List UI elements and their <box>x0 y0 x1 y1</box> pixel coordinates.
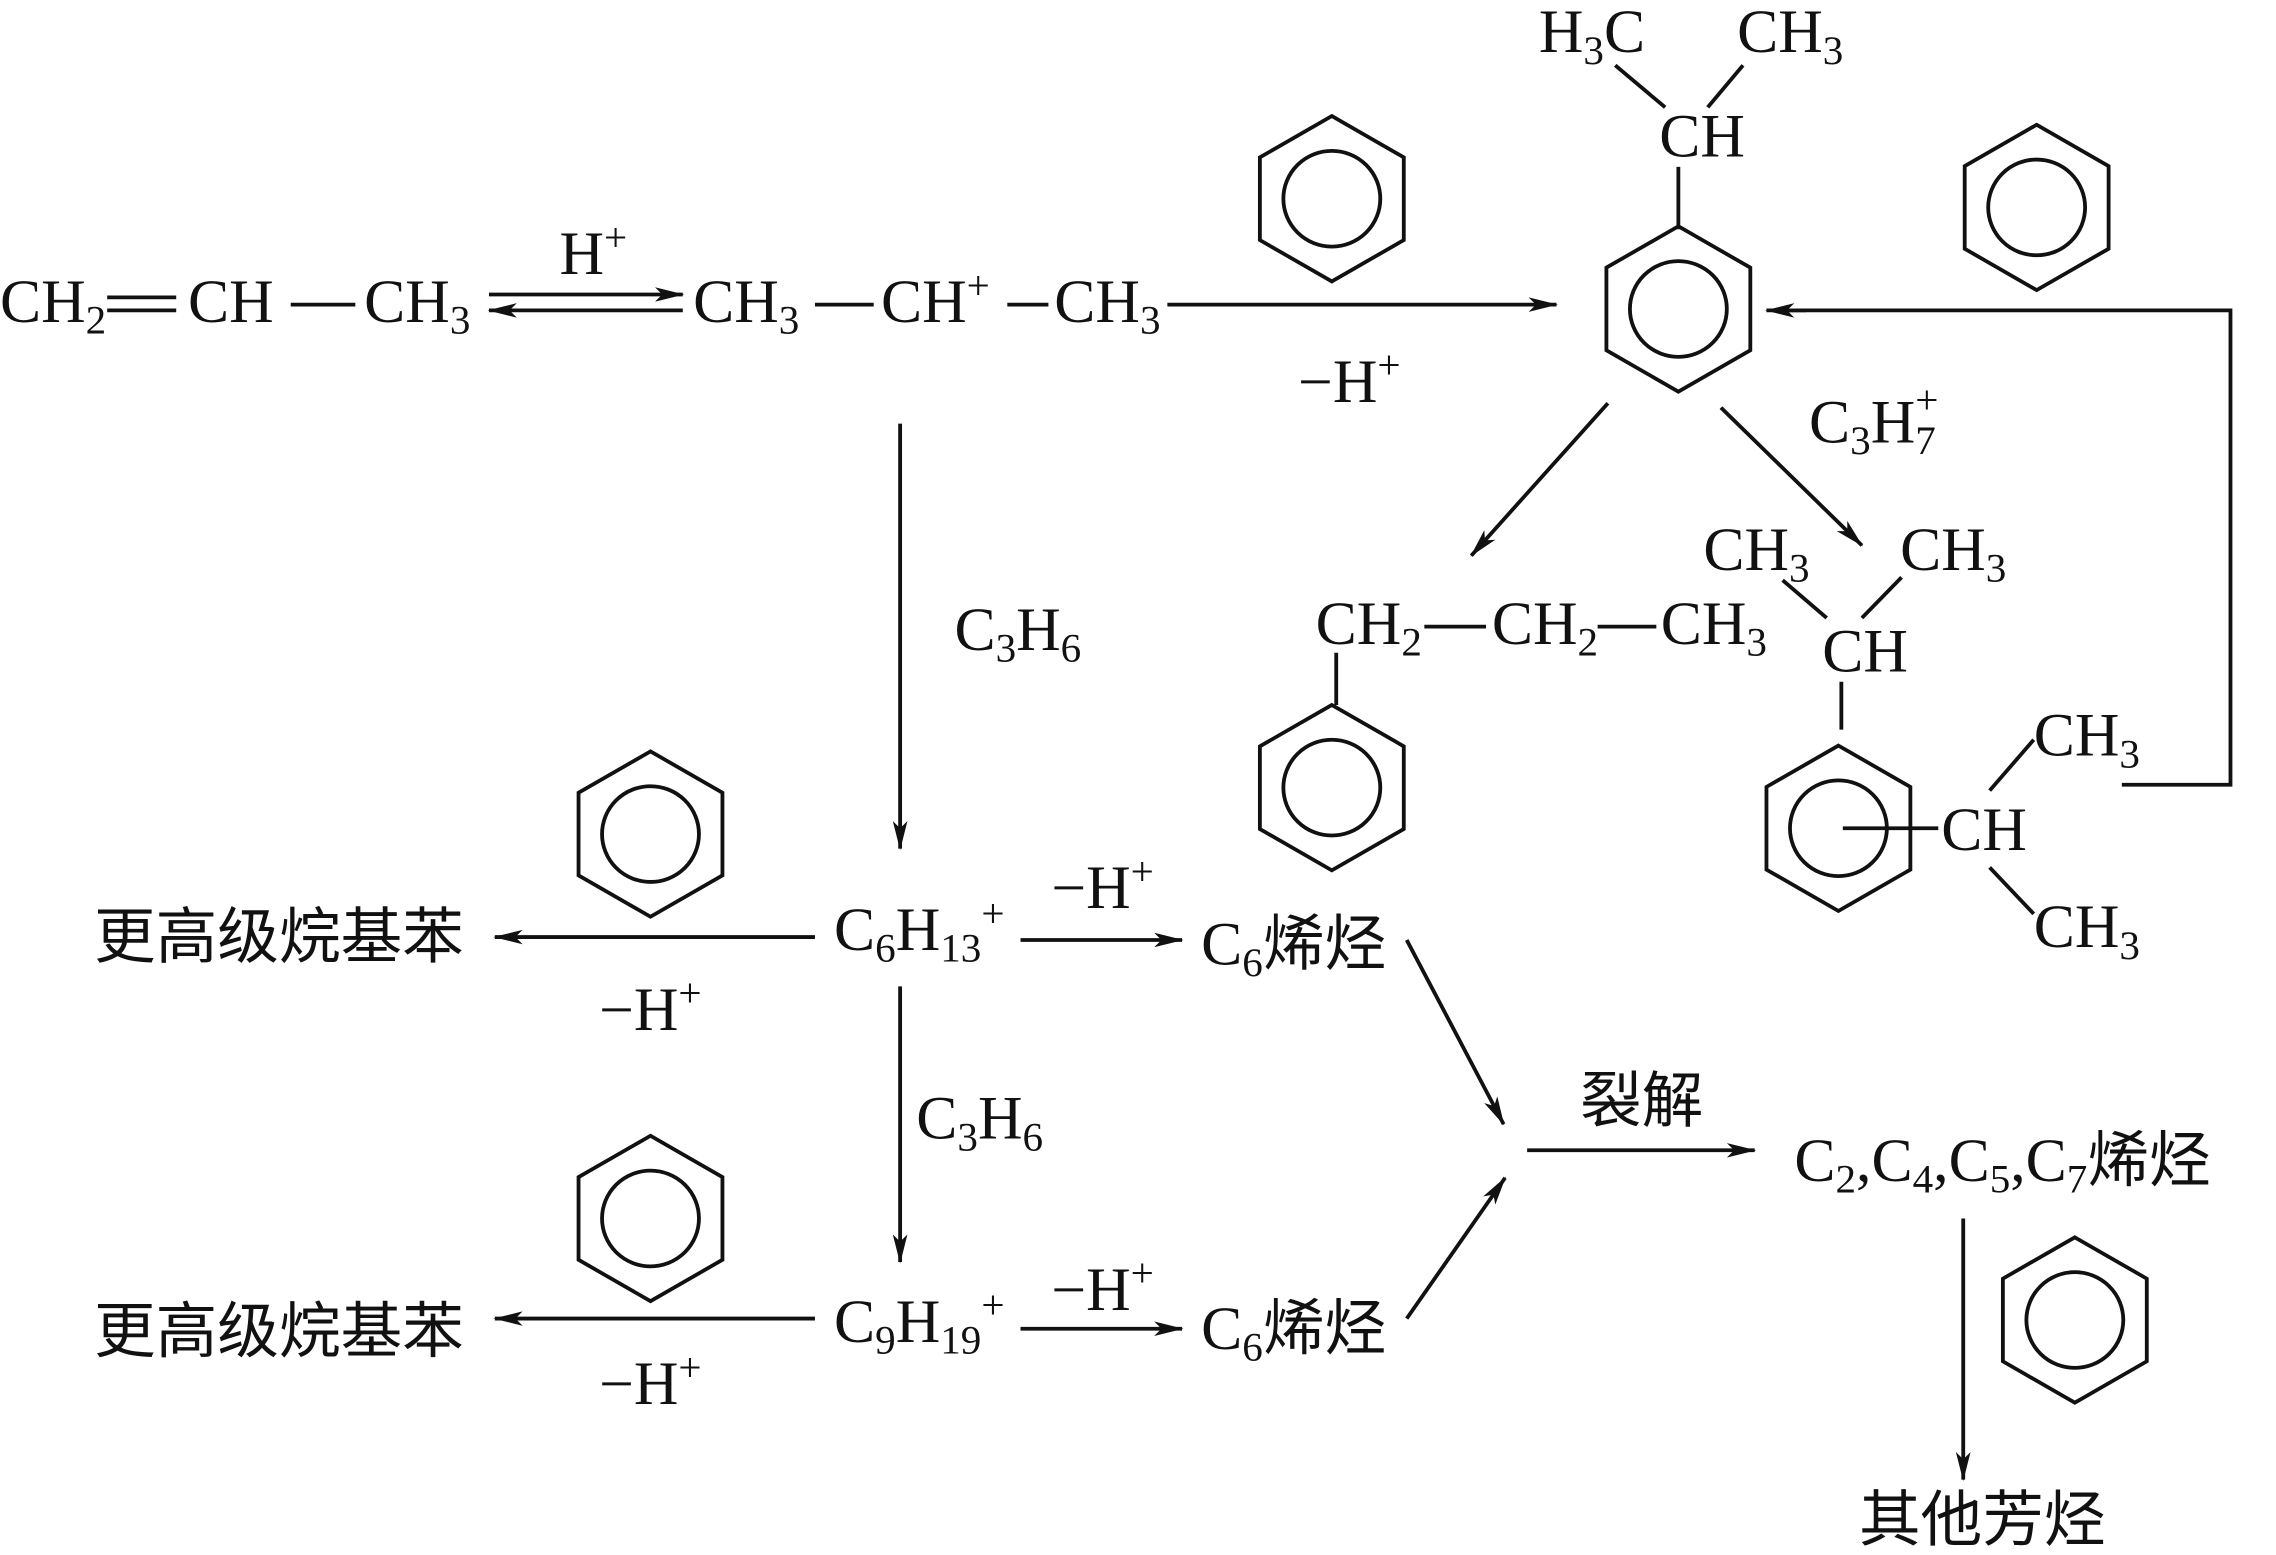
benzene-recycle-icon <box>1962 122 2111 293</box>
h-plus-label: H+ <box>559 215 627 288</box>
benzene-reagent-top-icon <box>1257 114 1406 284</box>
olefins-mix-label: C2,C4,C5,C7烯烃 <box>1794 1127 2210 1201</box>
c6h13-plus-label: C6H13+ <box>834 891 1005 971</box>
benzene-reagent-low-icon <box>576 1133 725 1304</box>
cumene-bond-left-methyl <box>1613 63 1667 109</box>
diisopropyl-bond-right-methyl <box>1860 576 1903 620</box>
c9h19-plus-label: C9H19+ <box>834 1283 1005 1363</box>
olefin-to-cracking-arrow-1 <box>1405 939 1506 1126</box>
higher-alkylbenzene-label-2: 更高级烷基苯 <box>94 1298 464 1366</box>
isomerization-arrow <box>1469 402 1610 557</box>
cumene-ch-label: CH <box>1659 103 1745 171</box>
diisopropyl-methyl-lower-label: CH3 <box>2034 894 2140 968</box>
diisopropyl-methyl-upper-label: CH3 <box>2034 702 2140 776</box>
diisopropyl-methyl-left-label: CH3 <box>1703 516 1809 590</box>
recycle-connector-line <box>1784 308 2233 787</box>
diisopropyl-methyl-right-label: CH3 <box>1900 516 2006 590</box>
propylbenzene-ring-icon <box>1257 703 1406 873</box>
higher-alkylbenzene-label-1: 更高级烷基苯 <box>94 904 464 972</box>
diisopropylbenzene-ring-icon <box>1764 743 1913 913</box>
cumene-methyl-left-label: H3C <box>1539 0 1645 73</box>
benzene-reagent-mid-icon <box>576 749 725 919</box>
benzene-reagent-right-icon <box>2000 1235 2149 1405</box>
diisopropyl-ch-side-label: CH <box>1941 796 2027 864</box>
cumene-ring-icon <box>1604 224 1753 394</box>
diisopropyl-bond-upper-methyl <box>1988 738 2036 792</box>
c3h6-label-1: C3H6 <box>954 596 1081 670</box>
propylene-double-bond <box>107 295 177 313</box>
cumene-bond-right-methyl <box>1706 64 1745 109</box>
minus-h-plus-left-label-2: −H+ <box>599 1345 701 1418</box>
diisopropyl-ch-top-label: CH <box>1822 618 1908 686</box>
c3h7-plus-label: C3H7+ <box>1809 378 1938 463</box>
c3h6-label-2: C3H6 <box>916 1085 1043 1159</box>
minus-h-plus-top-label: −H+ <box>1298 343 1400 416</box>
minus-h-plus-left-label-1: −H+ <box>599 971 701 1044</box>
c6-olefin-label-1: C6烯烃 <box>1201 911 1386 985</box>
other-aromatics-label: 其他芳烃 <box>1859 1487 2106 1555</box>
minus-h-plus-mid-label-1: −H+ <box>1051 849 1153 922</box>
olefin-to-cracking-arrow-2 <box>1405 1176 1507 1320</box>
cumene-methyl-right-label: CH3 <box>1737 0 1843 73</box>
diisopropyl-bond-lower-methyl <box>1988 866 2036 916</box>
minus-h-plus-mid-label-2: −H+ <box>1051 1251 1153 1324</box>
further-alkylation-arrow <box>1719 406 1864 547</box>
cracking-label: 裂解 <box>1580 1068 1703 1136</box>
diisopropyl-bond-left-methyl <box>1781 578 1828 620</box>
c6-olefin-label-2: C6烯烃 <box>1201 1295 1386 1369</box>
